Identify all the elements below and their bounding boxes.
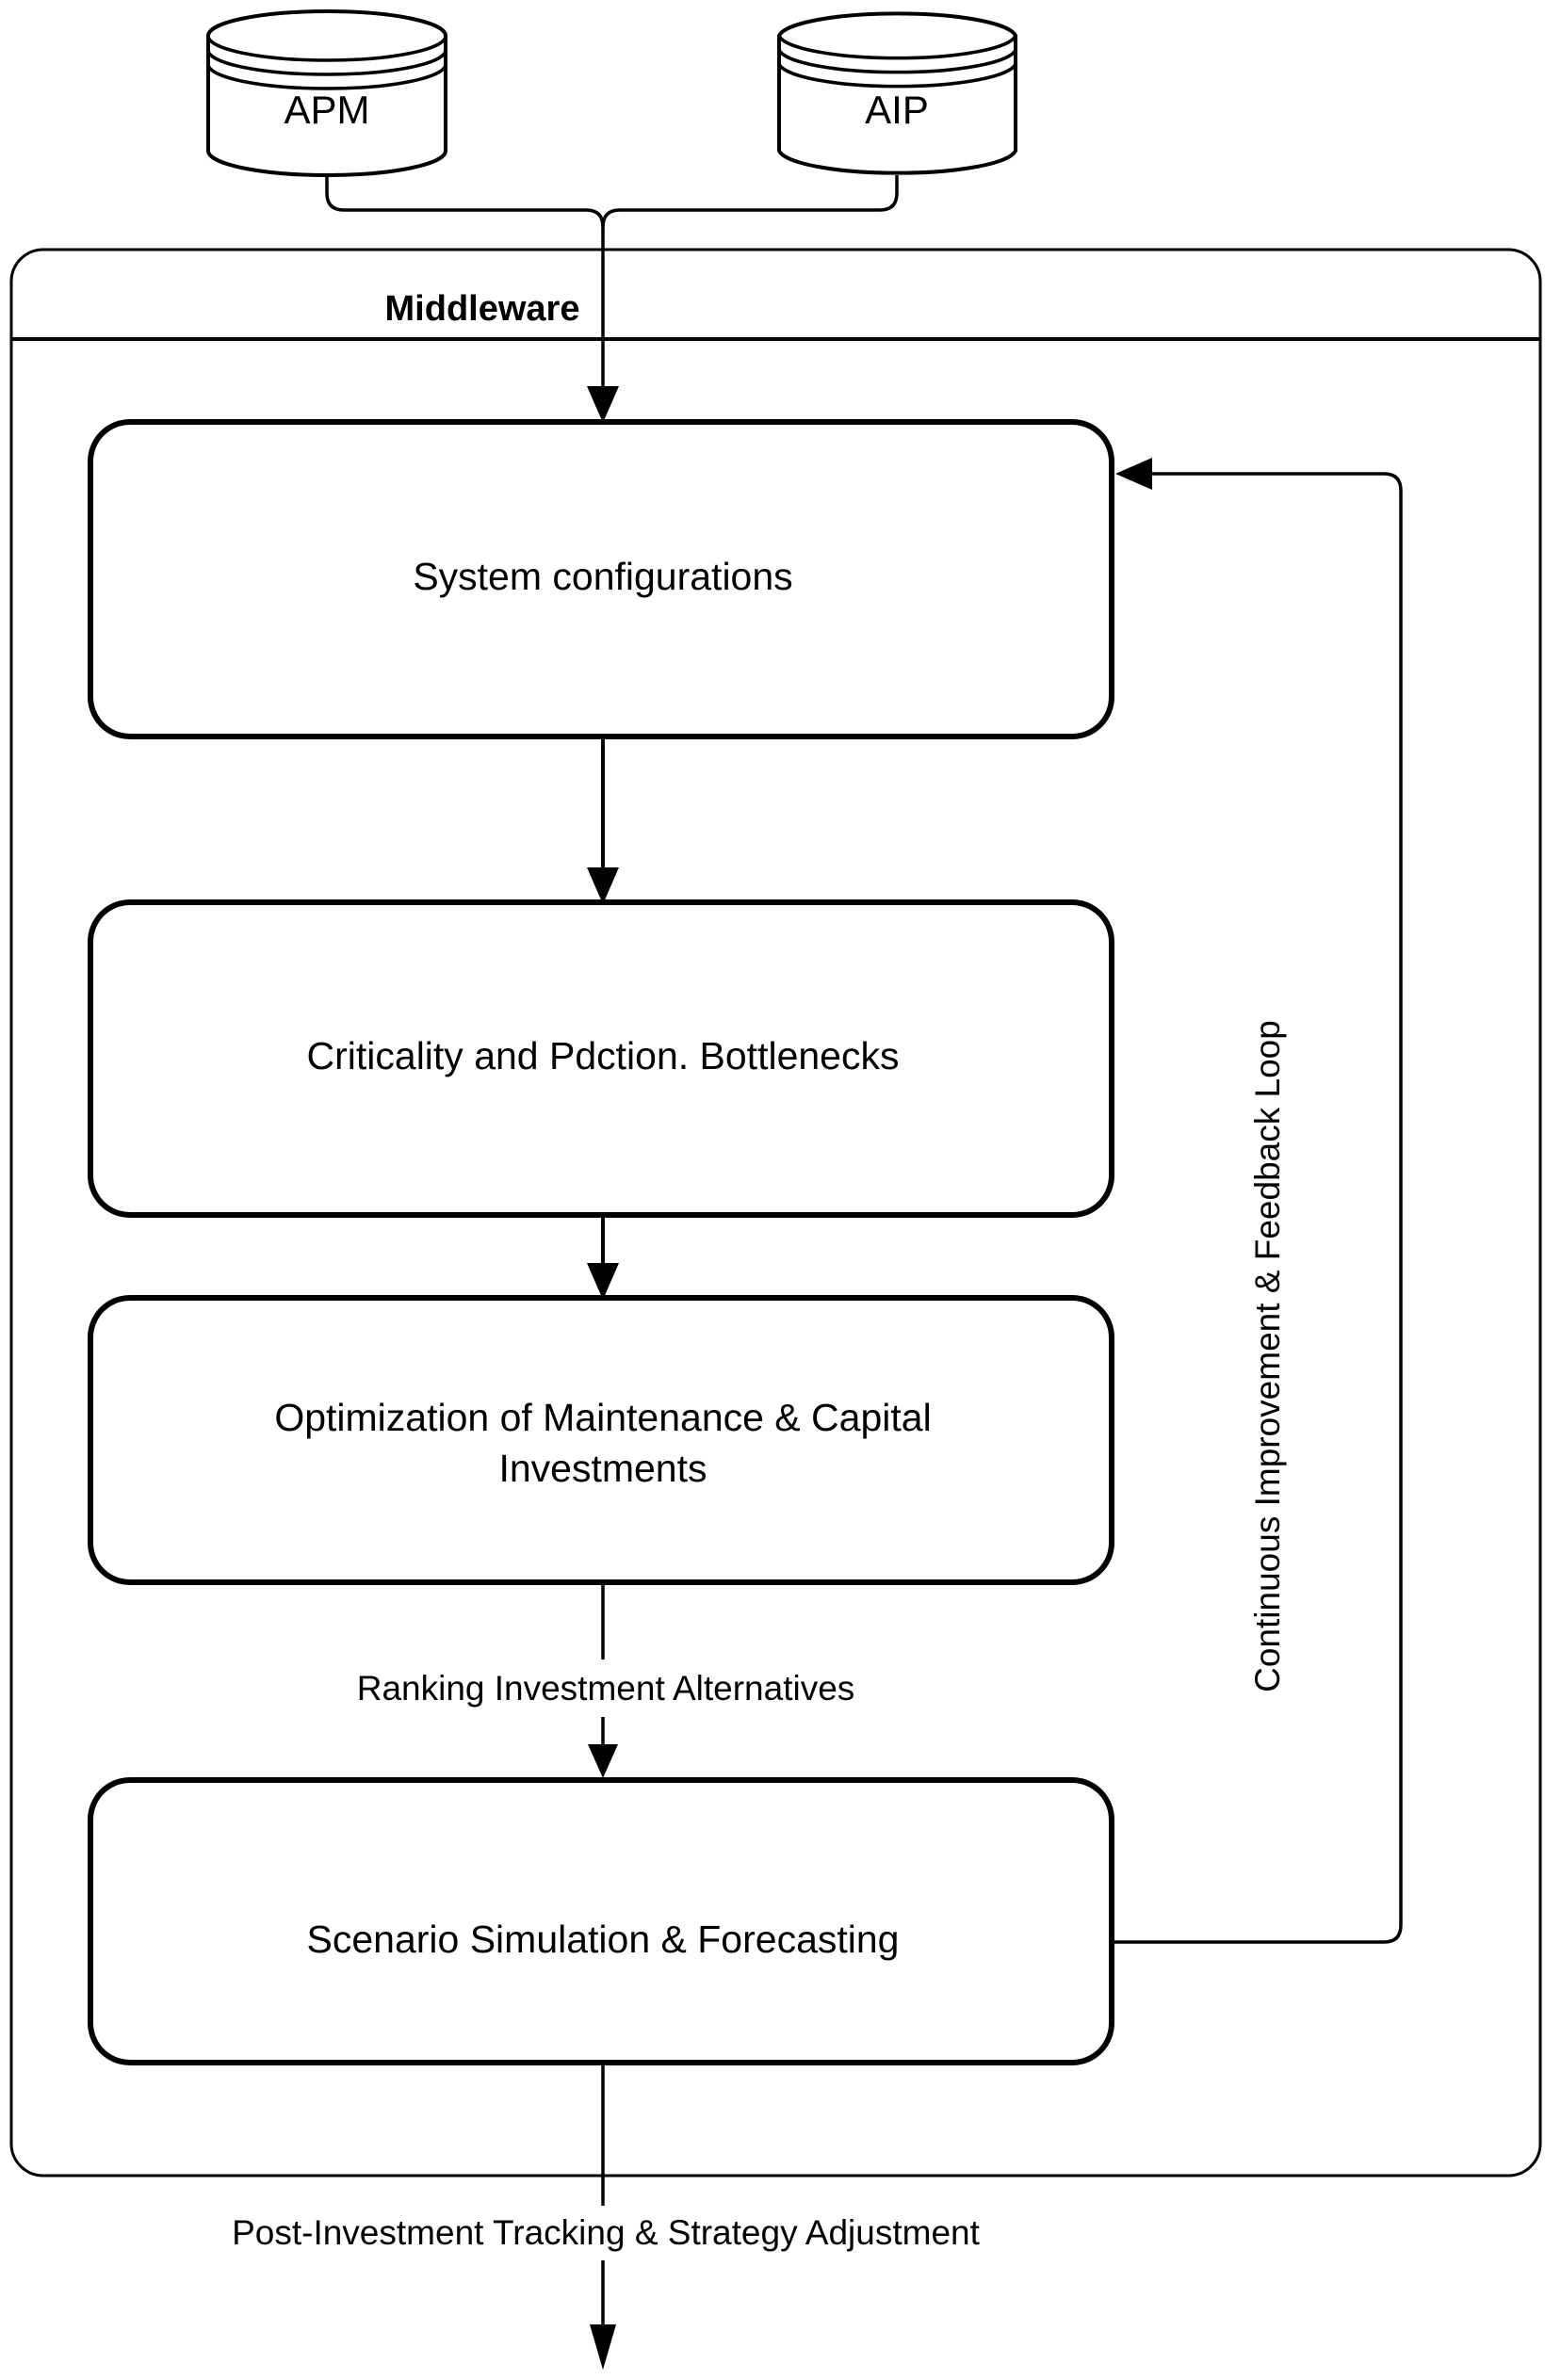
step-3-label-line-1: Optimization of Maintenance & Capital [274, 1396, 931, 1439]
connector-apm-branch [325, 175, 605, 405]
apm-cylinder-body [206, 9, 447, 177]
connector-output-post-investment: Post-Investment Tracking & Strategy Adju… [232, 2063, 981, 2370]
datasource-apm: APM [206, 9, 447, 177]
arrowhead-output [590, 2324, 616, 2370]
process-box-step-3: Optimization of Maintenance & Capital In… [88, 1295, 1114, 1585]
middleware-title: Middleware [385, 289, 580, 329]
arrowhead-into-step4 [588, 1744, 618, 1778]
apm-cylinder-rim-1 [206, 35, 447, 62]
connector-step2-to-step3 [587, 1215, 619, 1300]
arrowhead-feedback-into-step1 [1115, 458, 1152, 490]
step-3-outline [88, 1295, 1114, 1585]
connector-aip-branch [601, 175, 899, 228]
connector-feedback-loop: Continuous Improvement & Feedback Loop [1112, 458, 1403, 1944]
step-2-label: Criticality and Pdction. Bottlenecks [307, 1034, 900, 1077]
connector-step3-to-step4: Ranking Investment Alternatives [357, 1582, 855, 1778]
datasource-aip: AIP [777, 11, 1017, 175]
aip-label: AIP [865, 88, 929, 132]
arrowhead-into-step3 [587, 1263, 619, 1300]
aip-cylinder-rim-1 [777, 35, 1017, 60]
process-box-step-4: Scenario Simulation & Forecasting [88, 1777, 1114, 2065]
apm-label: APM [284, 88, 369, 132]
step-4-label: Scenario Simulation & Forecasting [307, 1918, 900, 1961]
connector-step1-to-step2 [587, 737, 619, 904]
apm-cylinder-rim-2 [206, 49, 447, 76]
edge-label-ranking-investment-alternatives: Ranking Investment Alternatives [357, 1669, 855, 1708]
edge-label-continuous-improvement-feedback-loop: Continuous Improvement & Feedback Loop [1248, 1020, 1287, 1692]
step-1-label: System configurations [413, 555, 792, 598]
edge-label-post-investment-tracking: Post-Investment Tracking & Strategy Adju… [232, 2213, 981, 2252]
arrowhead-into-step2 [587, 867, 619, 904]
connector-sources-to-step1 [325, 175, 899, 423]
process-box-step-2: Criticality and Pdction. Bottlenecks [88, 899, 1114, 1218]
apm-cylinder-rim-3 [206, 63, 447, 90]
aip-cylinder-rim-3 [777, 63, 1017, 89]
step-4-outline [88, 1777, 1114, 2065]
arrowhead-into-step1 [587, 386, 619, 423]
process-box-step-1: System configurations [88, 419, 1114, 739]
connector-feedback-path [1112, 472, 1403, 1944]
aip-cylinder-rim-2 [777, 49, 1017, 74]
step-3-label-line-2: Investments [498, 1447, 707, 1490]
